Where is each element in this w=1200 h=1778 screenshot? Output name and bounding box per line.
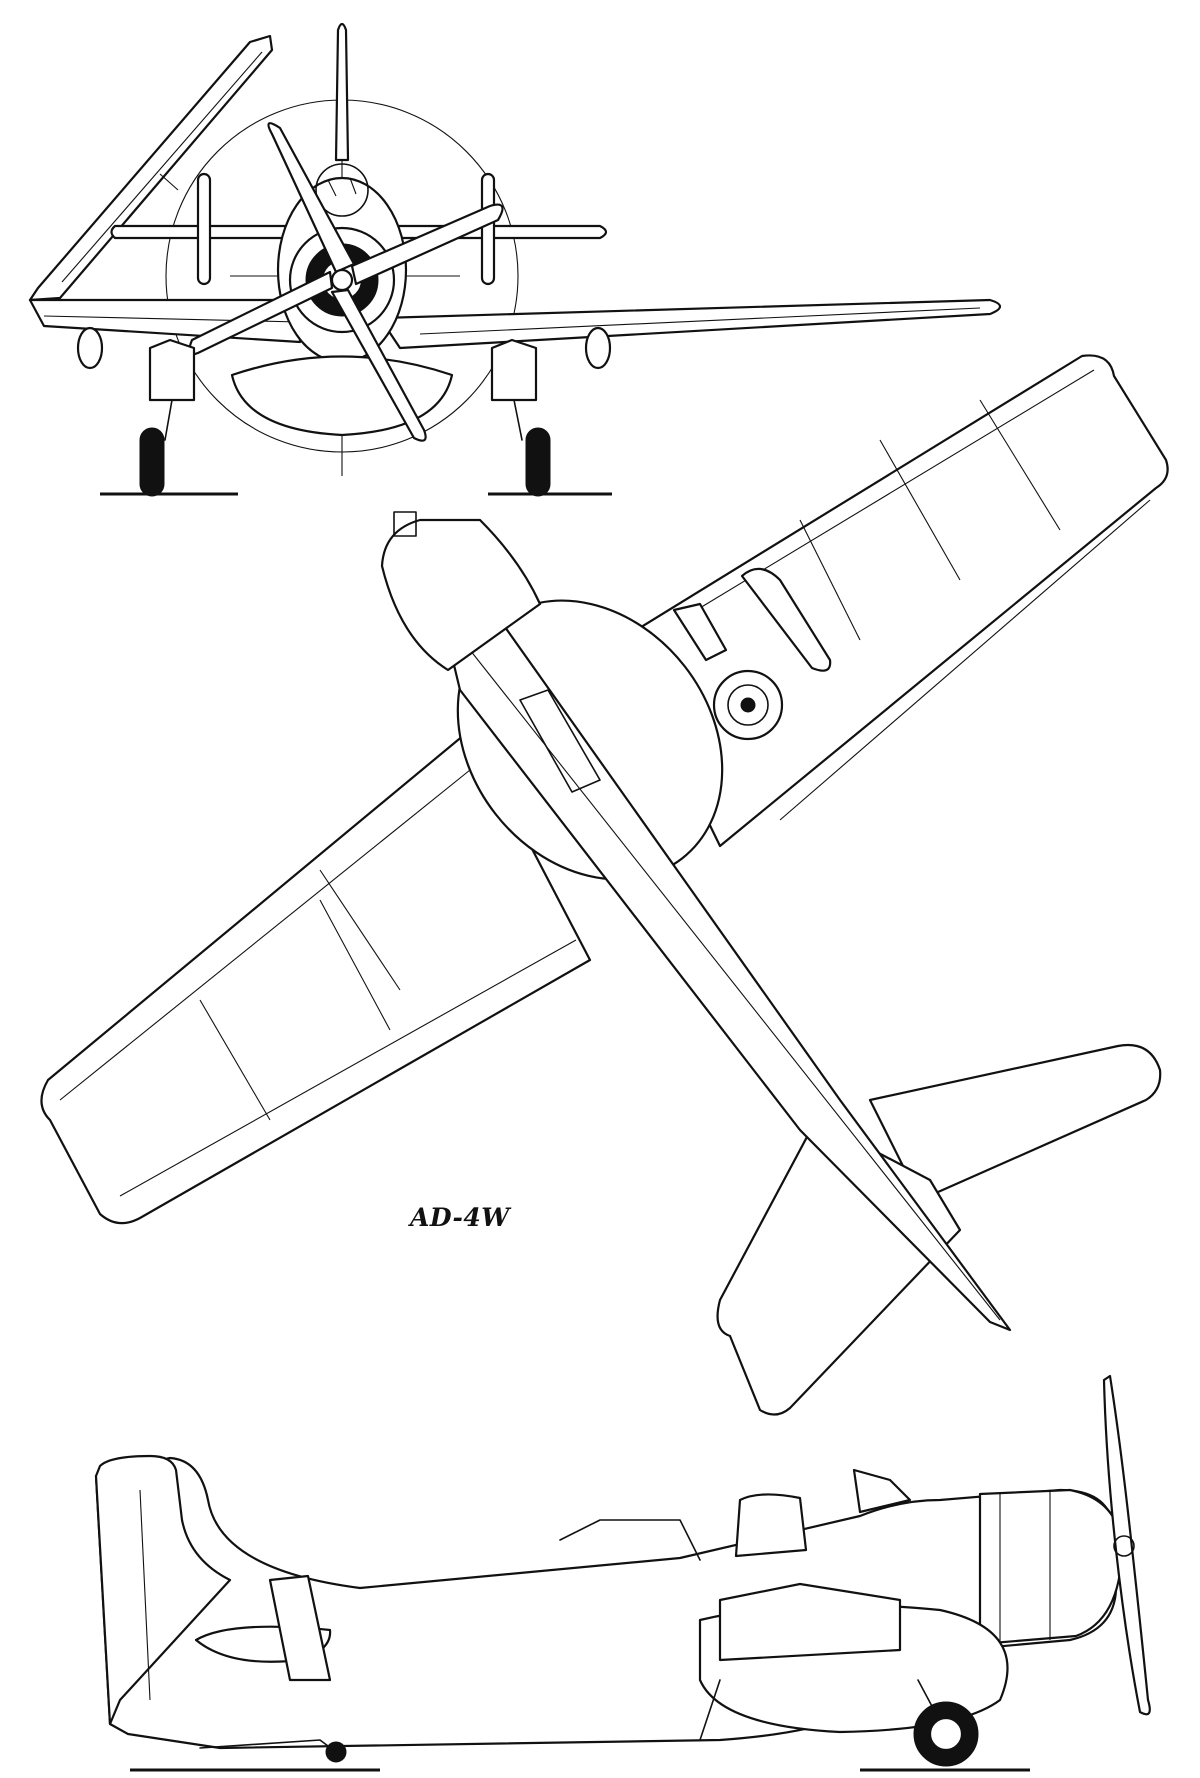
canopy-rear: [852, 1468, 912, 1514]
wing-right: [378, 298, 1002, 350]
propeller-side: [1102, 1374, 1151, 1716]
main-gear-right: [490, 338, 551, 497]
propeller-blades: [188, 122, 504, 442]
radome-front: [230, 355, 454, 437]
front-view: [28, 22, 1002, 497]
side-view: [94, 1374, 1151, 1772]
tail-fin-right: [480, 172, 496, 286]
wing-lower-left: [40, 728, 592, 1225]
main-gear-left: [139, 338, 196, 497]
model-label: AD-4W: [410, 1203, 510, 1232]
folded-wing-left: [28, 34, 274, 302]
engine-nose-plan: [380, 518, 542, 672]
horizontal-tail-plan: [868, 1043, 1162, 1202]
vertical-tail-side: [94, 1454, 232, 1726]
canopy: [734, 1493, 808, 1558]
engine-cowl-side: [978, 1488, 1124, 1646]
tail-fin-left: [196, 172, 212, 286]
plan-view: [40, 354, 1169, 1416]
vertical-tail: [334, 22, 350, 162]
